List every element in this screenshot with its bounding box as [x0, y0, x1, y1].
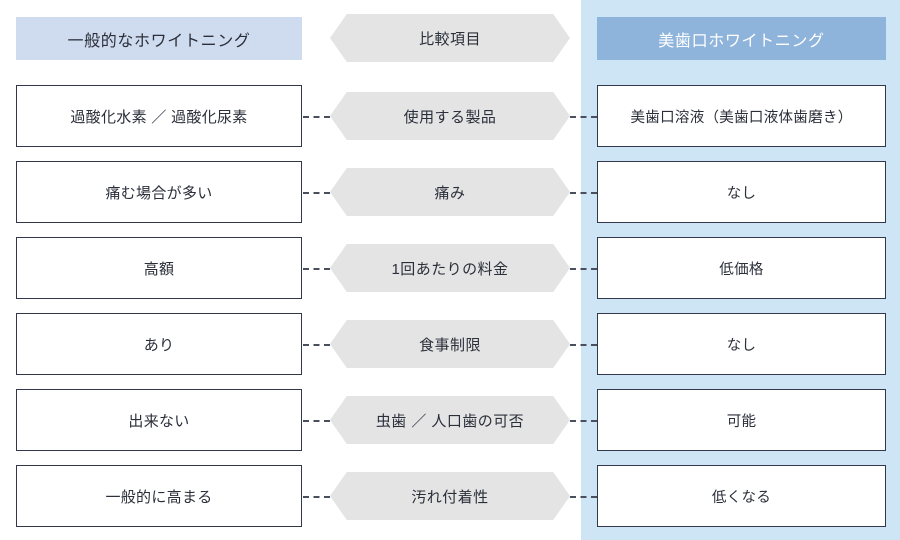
- column-header-middle: 比較項目: [330, 14, 570, 62]
- cell-left-value: 出来ない: [128, 412, 190, 430]
- column-header-left: 一般的なホワイトニング: [16, 17, 302, 60]
- connector-dashed-right: [570, 116, 597, 118]
- cell-right-value: 可能: [726, 413, 757, 430]
- connector-dashed-right: [570, 268, 597, 270]
- table-row: 過酸化水素 ／ 過酸化尿素: [16, 85, 302, 147]
- cell-right-value: 美歯口溶液（美歯口液体歯磨き）: [630, 109, 853, 126]
- connector-dashed-right: [570, 496, 597, 498]
- cell-criterion-label: 虫歯 ／ 人口歯の可否: [375, 412, 525, 430]
- connector-dashed-left: [303, 268, 330, 270]
- cell-left-value: 一般的に高まる: [105, 488, 213, 506]
- criterion-hexagon: 使用する製品: [330, 92, 570, 140]
- criterion-hexagon: 虫歯 ／ 人口歯の可否: [330, 396, 570, 444]
- connector-dashed-left: [303, 496, 330, 498]
- column-header-middle-label: 比較項目: [419, 30, 481, 48]
- cell-criterion-label: 使用する製品: [403, 108, 497, 126]
- connector-dashed-left: [303, 344, 330, 346]
- column-comparison-criteria: 比較項目: [330, 0, 570, 540]
- table-row: 可能: [597, 389, 886, 451]
- table-row: 出来ない: [16, 389, 302, 451]
- cell-right-value: なし: [726, 337, 757, 354]
- table-row: 低くなる: [597, 465, 886, 527]
- table-row: なし: [597, 313, 886, 375]
- cell-right-value: 低価格: [719, 261, 764, 278]
- table-row: あり: [16, 313, 302, 375]
- connector-dashed-left: [303, 116, 330, 118]
- connector-dashed-right: [570, 192, 597, 194]
- table-row: なし: [597, 161, 886, 223]
- criterion-hexagon: 食事制限: [330, 320, 570, 368]
- cell-criterion-label: 1回あたりの料金: [391, 260, 509, 278]
- cell-left-value: 過酸化水素 ／ 過酸化尿素: [70, 108, 248, 126]
- cell-right-value: 低くなる: [711, 489, 772, 506]
- cell-criterion-label: 痛み: [434, 184, 466, 202]
- table-row: 美歯口溶液（美歯口液体歯磨き）: [597, 85, 886, 147]
- criterion-hexagon: 痛み: [330, 168, 570, 216]
- connector-dashed-right: [570, 420, 597, 422]
- connector-dashed-right: [570, 344, 597, 346]
- table-row: 痛む場合が多い: [16, 161, 302, 223]
- column-general-whitening: 一般的なホワイトニング: [16, 0, 302, 540]
- cell-criterion-label: 汚れ付着性: [411, 488, 489, 506]
- column-header-right-label: 美歯口ホワイトニング: [658, 32, 825, 50]
- cell-right-value: なし: [726, 185, 757, 202]
- column-header-left-label: 一般的なホワイトニング: [67, 32, 251, 50]
- table-row: 高額: [16, 237, 302, 299]
- cell-left-value: あり: [143, 336, 175, 354]
- criterion-hexagon: 汚れ付着性: [330, 472, 570, 520]
- criterion-hexagon: 1回あたりの料金: [330, 244, 570, 292]
- table-row: 一般的に高まる: [16, 465, 302, 527]
- cell-left-value: 高額: [143, 260, 175, 278]
- connector-dashed-left: [303, 192, 330, 194]
- cell-criterion-label: 食事制限: [419, 336, 481, 354]
- connector-dashed-left: [303, 420, 330, 422]
- column-header-right: 美歯口ホワイトニング: [597, 17, 886, 60]
- column-bihaku-whitening: 美歯口ホワイトニング: [597, 0, 886, 540]
- table-row: 低価格: [597, 237, 886, 299]
- cell-left-value: 痛む場合が多い: [105, 184, 213, 202]
